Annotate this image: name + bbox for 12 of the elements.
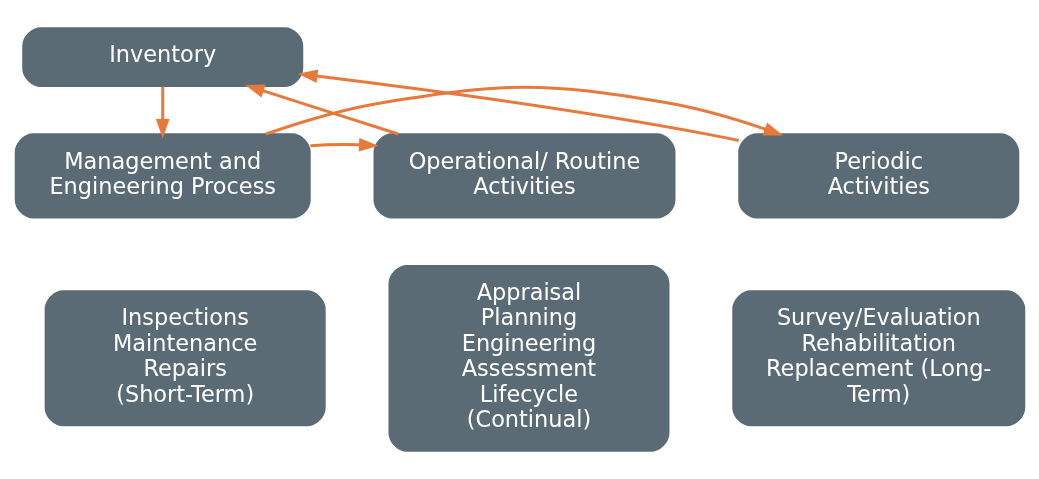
node-box: Survey/Evaluation Rehabilitation Replacement (Long-Term) [731,290,1025,427]
node-box: Inspections Maintenance Repairs (Short-Term) [44,290,326,427]
node-box: Periodic Activities [737,133,1019,219]
arrow [244,84,399,136]
node-box: Operational/ Routine Activities [373,133,675,219]
arrow [155,86,170,139]
node-box: Inventory [21,27,303,88]
node-box: Management and Engineering Process [14,133,311,219]
arrow [309,137,378,152]
node-box: Appraisal Planning Engineering Assessment Lifecycle (Continual) [387,264,669,452]
arrow [265,85,783,136]
arrow [297,69,739,142]
